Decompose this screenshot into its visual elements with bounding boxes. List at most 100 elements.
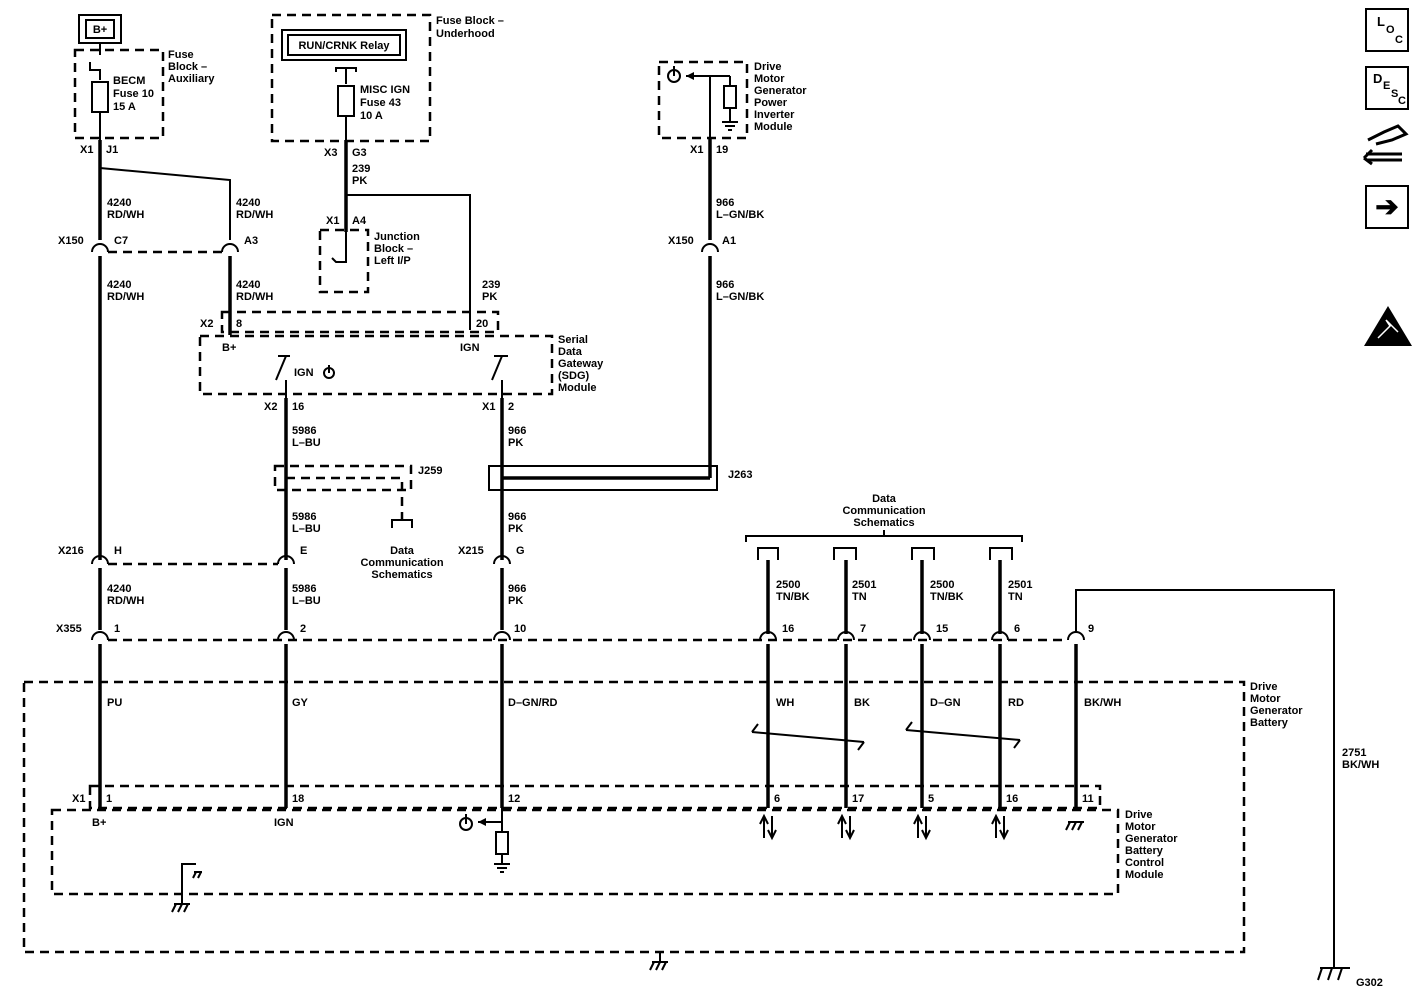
schematic-label: IGN (274, 817, 294, 829)
data-communication-bus: Data Communication Schematics (745, 493, 1023, 634)
schematic-label: RD/WH (107, 209, 144, 221)
schematic-label: Block – (374, 243, 413, 255)
schematic-label: 5 (928, 793, 934, 805)
schematic-label: Data (390, 545, 415, 557)
schematic-label: Motor (1250, 693, 1281, 705)
schematic-label: BK/WH (1084, 697, 1121, 709)
schematic-label: Block – (168, 61, 207, 73)
schematic-label: Left I/P (374, 255, 411, 267)
schematic-label: 1 (114, 623, 120, 635)
schematic-label: Fuse 10 (113, 88, 154, 100)
schematic-label: 4240 (236, 197, 260, 209)
power-inverter-module: Drive Motor Generator Power Inverter Mod… (657, 60, 807, 140)
schematic-label: Module (754, 121, 793, 133)
location-view-button[interactable]: L O C (1365, 8, 1409, 52)
schematic-label: IGN (460, 342, 480, 354)
schematic-label: 11 (1082, 793, 1094, 805)
schematic-label: B+ (222, 342, 236, 354)
schematic-label: 16 (292, 401, 304, 413)
high-voltage-warning-icon (1364, 306, 1412, 346)
schematic-label: BK (854, 697, 870, 709)
schematic-label: Fuse Block – (436, 15, 504, 27)
schematic-label: Serial (558, 334, 588, 346)
schematic-label: BK/WH (1342, 759, 1379, 771)
connector-end-view-icon[interactable] (1362, 120, 1412, 170)
schematic-label: (SDG) (558, 370, 590, 382)
schematic-label: PK (508, 595, 523, 607)
schematic-label: G (516, 545, 525, 557)
schematic-label: 15 A (113, 101, 136, 113)
schematic-label: 966 (716, 279, 734, 291)
schematic-label: 16 (782, 623, 794, 635)
schematic-label: Fuse 43 (360, 97, 401, 109)
schematic-label: X1 (482, 401, 495, 413)
schematic-label: BECM (113, 75, 145, 87)
schematic-label: 4240 (107, 279, 131, 291)
schematic-label: TN/BK (930, 591, 964, 603)
drive-motor-generator-battery: Drive Motor Generator Battery (22, 680, 1303, 971)
schematic-label: Communication (360, 557, 443, 569)
schematic-label: 4240 (107, 197, 131, 209)
schematic-label: Control (1125, 857, 1164, 869)
schematic-label: X2 (200, 318, 213, 330)
schematic-label: E (300, 545, 307, 557)
schematic-label: Generator (1250, 705, 1303, 717)
schematic-label: 239 (482, 279, 500, 291)
next-page-button[interactable]: ➔ (1365, 185, 1409, 229)
schematic-label: Communication (842, 505, 925, 517)
fuse-block-underhood: RUN/CRNK Relay MISC IGN Fuse 43 10 A Fus… (270, 13, 504, 143)
schematic-label: L–GN/BK (716, 209, 764, 221)
schematic-label: Generator (754, 85, 807, 97)
schematic-label: X355 (56, 623, 82, 635)
fuse-block-auxiliary: BECM Fuse 10 15 A Fuse Block – Auxiliary (73, 48, 215, 140)
description-view-button[interactable]: D E S C (1365, 66, 1409, 110)
schematic-label: Battery (1125, 845, 1164, 857)
ground-g302: G302 (1317, 967, 1383, 989)
schematic-label: L–BU (292, 595, 321, 607)
schematic-label: X2 (264, 401, 277, 413)
schematic-label: RD/WH (107, 595, 144, 607)
schematic-label: 20 (476, 318, 488, 330)
schematic-label: 966 (508, 425, 526, 437)
schematic-label: Module (1125, 869, 1164, 881)
schematic-label: 9 (1088, 623, 1094, 635)
schematic-label: Junction (374, 231, 420, 243)
schematic-label: D–GN/RD (508, 697, 558, 709)
schematic-label: TN (852, 591, 867, 603)
schematic-label: J259 (418, 465, 442, 477)
schematic-label: TN (1008, 591, 1023, 603)
schematic-label: 16 (1006, 793, 1018, 805)
schematic-label: C7 (114, 235, 128, 247)
schematic-label: RD/WH (236, 209, 273, 221)
schematic-label: D–GN (930, 697, 961, 709)
schematic-label: 2500 (930, 579, 954, 591)
schematic-label: B+ (93, 24, 107, 36)
junction-block-left-ip: Junction Block – Left I/P (318, 228, 420, 294)
schematic-label: Motor (1125, 821, 1156, 833)
schematic-label: WH (776, 697, 794, 709)
schematic-label: 2501 (1008, 579, 1032, 591)
schematic-label: RD (1008, 697, 1024, 709)
schematic-label: H (114, 545, 122, 557)
schematic-label: 4240 (107, 583, 131, 595)
schematic-label: RD/WH (236, 291, 273, 303)
schematic-label: X1 (72, 793, 85, 805)
schematic-label: Generator (1125, 833, 1178, 845)
schematic-label: RD/WH (107, 291, 144, 303)
schematic-label: 966 (716, 197, 734, 209)
schematic-label: 966 (508, 583, 526, 595)
schematic-label: 5986 (292, 511, 316, 523)
schematic-label: B+ (92, 817, 106, 829)
schematic-label: 966 (508, 511, 526, 523)
schematic-label: X1 (326, 215, 339, 227)
schematic-label: X216 (58, 545, 84, 557)
schematic-label: X215 (458, 545, 484, 557)
schematic-label: Drive (754, 61, 782, 73)
schematic-label: Battery (1250, 717, 1289, 729)
schematic-label: GY (292, 697, 309, 709)
schematic-label: L–BU (292, 523, 321, 535)
schematic-label: 2501 (852, 579, 876, 591)
schematic-label: Drive (1125, 809, 1153, 821)
schematic-label: 7 (860, 623, 866, 635)
